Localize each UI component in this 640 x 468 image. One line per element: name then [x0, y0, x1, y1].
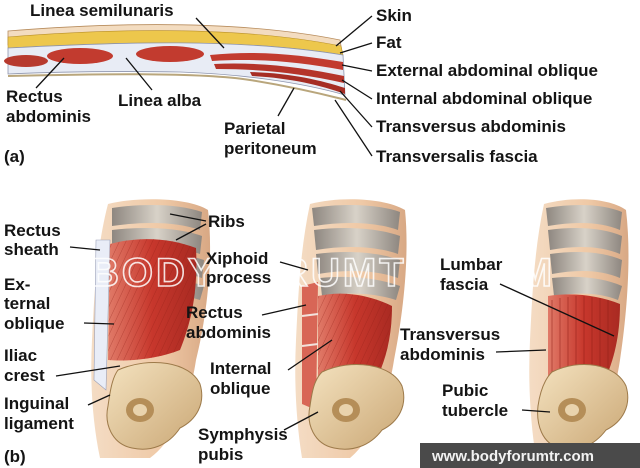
label-parietal-2: peritoneum — [224, 139, 317, 158]
label-ext-oblique-3: oblique — [4, 314, 64, 333]
rectus-block-2 — [136, 46, 204, 62]
label-rectus-sheath-2: sheath — [4, 240, 59, 259]
pelvis-1 — [106, 362, 203, 450]
label-internal-oblique: Internal abdominal oblique — [376, 89, 592, 108]
label-rectus-abd-2: abdominis — [186, 323, 271, 342]
transversus-layer — [250, 72, 345, 94]
label-transversus-1: Transversus — [400, 325, 500, 344]
label-rectus-abdominis-a2: abdominis — [6, 107, 91, 126]
label-int-oblique-1: Internal — [210, 359, 271, 378]
label-xiphoid-2: process — [206, 268, 271, 287]
torso-1 — [91, 199, 211, 458]
peritoneum-line — [7, 73, 347, 101]
label-transversus-2: abdominis — [400, 345, 485, 364]
label-pubic-1: Pubic — [442, 381, 488, 400]
label-pubic-2: tubercle — [442, 401, 508, 420]
label-lumbar-2: fascia — [440, 275, 489, 294]
label-ribs: Ribs — [208, 212, 245, 231]
label-parietal-1: Parietal — [224, 119, 285, 138]
label-external-oblique: External abdominal oblique — [376, 61, 598, 80]
label-inguinal-2: ligament — [4, 414, 74, 433]
label-iliac-2: crest — [4, 366, 45, 385]
label-linea-semilunaris: Linea semilunaris — [30, 1, 174, 20]
torso-3 — [529, 199, 629, 458]
label-fat: Fat — [376, 33, 402, 52]
label-ext-oblique-2: ternal — [4, 294, 50, 313]
rectus-sheath-shape — [93, 239, 111, 391]
website-banner — [420, 443, 640, 468]
panel-b-torsos: BODYFORUMTR.COM Rectus sheath Ribs Ex- t… — [4, 199, 640, 468]
label-symphysis-2: pubis — [198, 445, 243, 464]
label-iliac-1: Iliac — [4, 346, 37, 365]
website-text: www.bodyforumtr.com — [431, 448, 594, 465]
label-rectus-abdominis-a1: Rectus — [6, 87, 63, 106]
external-oblique-layer — [210, 52, 343, 70]
label-ext-oblique-1: Ex- — [4, 275, 30, 294]
panel-b-tag: (b) — [4, 447, 26, 466]
label-inguinal-1: Inguinal — [4, 394, 69, 413]
rectus-block-left — [4, 55, 48, 67]
ribs-torso-3 — [546, 204, 622, 300]
label-rectus-sheath-1: Rectus — [4, 221, 61, 240]
internal-oblique-layer — [214, 63, 344, 83]
panel-a-cross-section: Linea semilunaris Skin Fat External abdo… — [4, 1, 598, 166]
label-skin: Skin — [376, 6, 412, 25]
label-lumbar-1: Lumbar — [440, 255, 503, 274]
torso-2 — [295, 199, 407, 458]
label-symphysis-1: Symphysis — [198, 425, 288, 444]
label-rectus-abd-1: Rectus — [186, 303, 243, 322]
label-linea-alba: Linea alba — [118, 91, 202, 110]
watermark: BODYFORUMTR.COM — [90, 251, 555, 295]
panel-a-tag: (a) — [4, 147, 25, 166]
rectus-block-1 — [47, 48, 113, 64]
label-xiphoid-1: Xiphoid — [206, 249, 268, 268]
ribs-torso-2 — [312, 204, 400, 300]
label-transversalis-fascia: Transversalis fascia — [376, 147, 538, 166]
label-transversus: Transversus abdominis — [376, 117, 566, 136]
label-int-oblique-2: oblique — [210, 379, 270, 398]
